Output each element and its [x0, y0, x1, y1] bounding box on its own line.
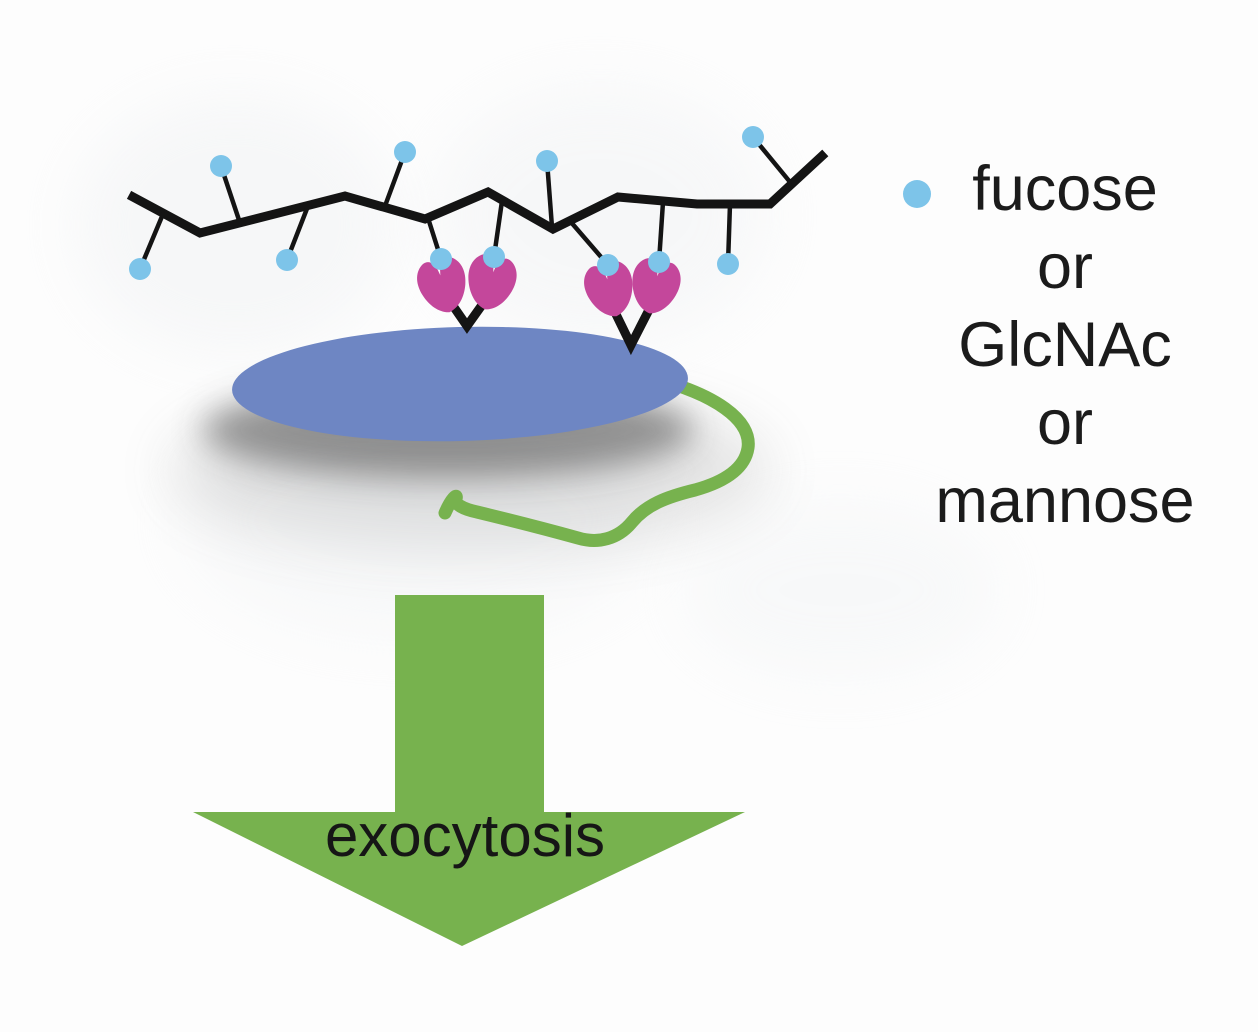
sugar-dot-icon: [597, 254, 619, 276]
sugar-dot-icon: [903, 180, 931, 208]
exocytosis-label: exocytosis: [324, 802, 606, 869]
exocytosis-arrow: [193, 595, 745, 946]
lectin-flower-icon: [468, 254, 517, 310]
legend-line: mannose: [935, 466, 1195, 536]
lectin-flower-icon: [417, 257, 466, 313]
tail-squiggle: [438, 371, 755, 547]
sugar-dot-icon: [742, 126, 764, 148]
glycan-chain: [126, 149, 829, 238]
sugar-dot-icon: [648, 251, 670, 273]
lectin-stem-left-pair: [445, 295, 491, 334]
legend-line: or: [1036, 388, 1094, 458]
sugar-dot-icon: [717, 253, 739, 275]
legend-line: or: [1036, 232, 1094, 302]
vesicle-ellipse: [232, 326, 688, 442]
sugar-dot-icon: [536, 150, 558, 172]
glycan-branches: [137, 134, 793, 272]
legend-line: fucose: [972, 154, 1158, 224]
sugar-dot-icon: [430, 248, 452, 270]
sugar-dot-icon: [483, 246, 505, 268]
background-blob: [680, 500, 1000, 680]
lectin-flower-icon: [584, 261, 633, 317]
sugar-dots: [129, 126, 764, 280]
legend: fucose or GlcNAc or mannose: [920, 150, 1210, 540]
lectin-stem-right-pair: [607, 299, 658, 356]
lectin-flowers: [417, 254, 681, 317]
sugar-dot-icon: [210, 155, 232, 177]
sugar-dot-icon: [394, 141, 416, 163]
sugar-dot-icon: [129, 258, 151, 280]
lectin-flower-icon: [632, 258, 681, 314]
sugar-dot-icon: [276, 249, 298, 271]
legend-line: GlcNAc: [958, 310, 1172, 380]
